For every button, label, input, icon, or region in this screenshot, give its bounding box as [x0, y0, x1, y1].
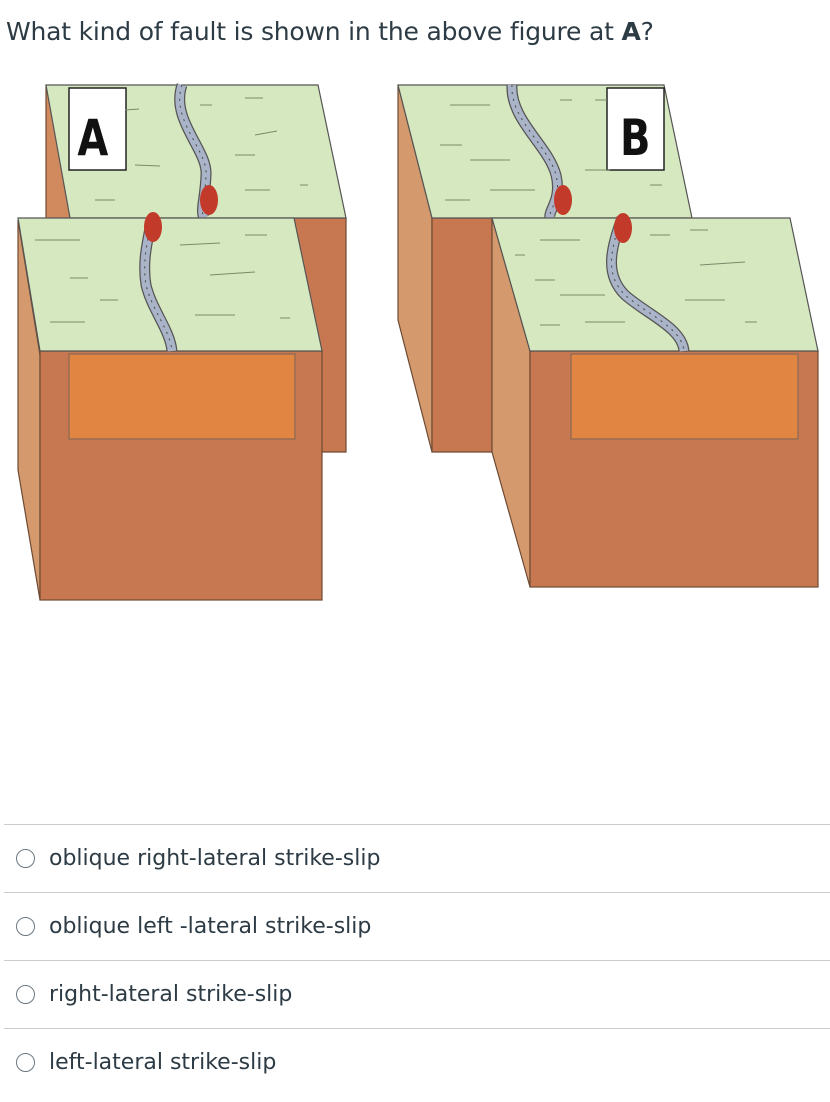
- diagram-b: B: [397, 84, 819, 588]
- question-text-start: What kind of fault is shown in the above…: [6, 17, 622, 46]
- answer-label: oblique left -lateral strike-slip: [49, 914, 372, 939]
- label-box-b: [606, 87, 665, 171]
- answer-option-4[interactable]: left-lateral strike-slip: [4, 1028, 830, 1096]
- answer-label: oblique right-lateral strike-slip: [49, 846, 381, 871]
- label-box-a: [68, 87, 127, 171]
- answer-option-3[interactable]: right-lateral strike-slip: [4, 960, 830, 1028]
- answer-option-1[interactable]: oblique right-lateral strike-slip: [4, 824, 830, 892]
- question-text-end: ?: [640, 17, 654, 46]
- diagram-a: A: [17, 83, 347, 601]
- answer-label: right-lateral strike-slip: [49, 982, 293, 1007]
- marker-dot-b-front: [614, 213, 632, 243]
- radio-button[interactable]: [16, 849, 35, 868]
- question-highlight: A: [621, 17, 641, 46]
- marker-dot-a-front: [144, 212, 162, 242]
- fault-block-diagram: A: [0, 60, 830, 620]
- marker-dot-b-back: [554, 185, 572, 215]
- radio-button[interactable]: [16, 985, 35, 1004]
- radio-button[interactable]: [16, 917, 35, 936]
- question-text: What kind of fault is shown in the above…: [6, 14, 654, 50]
- answer-option-2[interactable]: oblique left -lateral strike-slip: [4, 892, 830, 960]
- answer-label: left-lateral strike-slip: [49, 1050, 277, 1075]
- radio-button[interactable]: [16, 1053, 35, 1072]
- label-b: B: [620, 109, 650, 168]
- marker-dot-a-back: [200, 185, 218, 215]
- label-a: A: [77, 109, 108, 168]
- answer-list: oblique right-lateral strike-slip obliqu…: [4, 824, 830, 1096]
